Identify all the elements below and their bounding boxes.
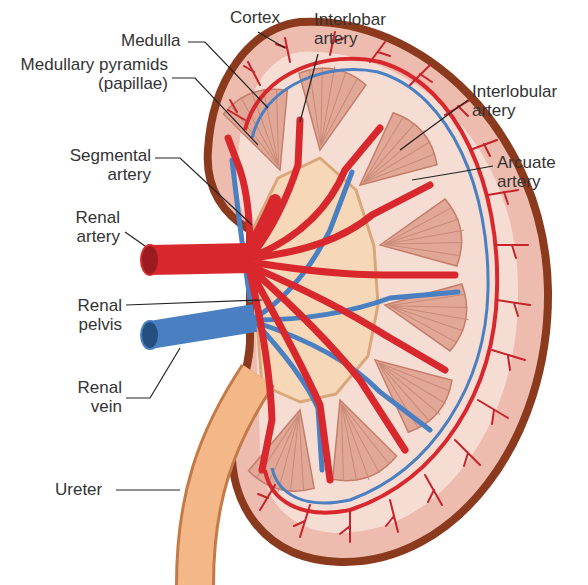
- renal-artery-opening: [141, 245, 159, 275]
- leader-line: [125, 232, 145, 246]
- pyramids-label: Medullary pyramids (papillae): [10, 55, 168, 93]
- leader-line: [172, 78, 258, 145]
- leader-line: [412, 166, 493, 180]
- leader-lines: [116, 32, 493, 490]
- ureter-outline: [195, 375, 258, 585]
- renal-vein: [150, 318, 255, 335]
- renal-vein-label: Renal vein: [50, 378, 122, 416]
- leader-line: [155, 158, 252, 225]
- leader-line: [400, 100, 468, 150]
- renal-artery: [150, 258, 252, 260]
- renal-artery-label: Renal artery: [40, 208, 120, 246]
- interlobar-arteries: [228, 120, 455, 480]
- ureter-label: Ureter: [55, 480, 102, 499]
- leader-line: [126, 348, 180, 398]
- ureter: [195, 375, 258, 585]
- leader-line: [300, 54, 318, 122]
- medulla-label: Medulla: [121, 31, 181, 50]
- renal-pelvis-label: Renal pelvis: [40, 296, 122, 334]
- leader-line: [188, 42, 268, 108]
- renal-vein-opening: [141, 321, 159, 349]
- interlobular-artery-label: Interlobular artery: [472, 82, 572, 120]
- interlobar-artery-label: Interlobar artery: [314, 10, 404, 48]
- arcuate-artery-label: Arcuate artery: [497, 153, 582, 191]
- segmental-artery-label: Segmental artery: [55, 146, 151, 184]
- leader-line: [126, 300, 262, 305]
- leader-line: [116, 489, 180, 490]
- cortex-label: Cortex: [230, 8, 280, 27]
- leader-line: [258, 32, 285, 48]
